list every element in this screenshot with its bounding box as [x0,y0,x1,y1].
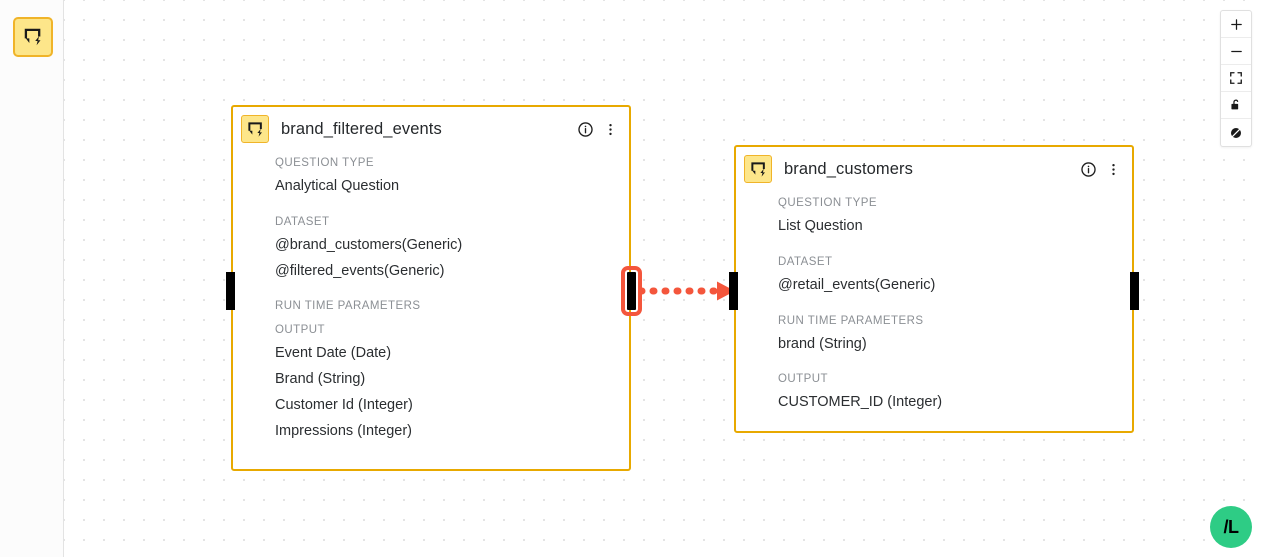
zoom-toolbar [1220,10,1252,147]
field-label-question-type: QUESTION TYPE [778,197,877,209]
node-body: QUESTION TYPE Analytical Question DATASE… [233,147,629,457]
field-label-dataset: DATASET [275,215,330,228]
field-value-output-1: Brand (String) [275,371,366,388]
field-label-output: OUTPUT [275,324,325,337]
node-body: QUESTION TYPE List Question DATASET @ret… [736,187,1132,428]
node-type-icon [241,115,269,143]
node-actions [1079,160,1122,178]
field-label-output: OUTPUT [778,373,828,386]
field-value-question-type: List Question [778,218,863,234]
node-title: brand_customers [784,159,913,178]
field-value-output-0: CUSTOMER_ID (Integer) [778,394,943,411]
sidebar-item-question-node-tool[interactable] [13,17,53,57]
speech-bubble-lightning-icon [24,28,41,46]
field-value-dataset-1: @filtered_events(Generic) [275,262,445,279]
field-value-output-3: Impressions (Integer) [275,422,412,439]
minus-icon [1230,50,1242,52]
field-label-run-time-parameters: RUN TIME PARAMETERS [778,314,924,327]
fullscreen-icon [1230,72,1242,84]
no-entry-icon [1230,127,1242,138]
node-brand_customers-input-port[interactable] [729,272,738,310]
field-value-dataset-0: @retail_events(Generic) [778,276,936,293]
fit-to-screen-button[interactable] [1221,65,1251,92]
more-vertical-icon[interactable] [601,120,619,138]
field-label-question-type: QUESTION TYPE [275,157,374,169]
more-vertical-icon[interactable] [1104,160,1122,178]
node-brand_filtered_events-input-port[interactable] [226,272,235,310]
node-type-icon [744,155,772,183]
node-brand_customers[interactable]: brand_customers [734,145,1134,433]
field-value-output-0: Event Date (Date) [275,345,392,362]
field-value-dataset-0: @brand_customers(Generic) [275,236,463,253]
field-label-run-time-parameters: RUN TIME PARAMETERS [275,300,421,313]
logo-button[interactable]: /L [1210,506,1252,548]
flow-canvas[interactable]: brand_filtered_events [64,0,1262,557]
node-header: brand_filtered_events [233,107,629,147]
field-value-question-type: Analytical Question [275,178,400,194]
node-brand_filtered_events[interactable]: brand_filtered_events [231,105,631,471]
info-circle-icon[interactable] [576,120,594,138]
lock-open-icon [1231,99,1239,110]
zoom-out-button[interactable] [1221,38,1251,65]
speech-bubble-lightning-icon [750,161,765,177]
field-value-output-2: Customer Id (Integer) [275,396,413,413]
node-brand_customers-output-port[interactable] [1130,272,1139,310]
node-brand_filtered_events-output-port[interactable] [621,266,642,316]
speech-bubble-lightning-icon [247,121,262,137]
plus-icon [1230,18,1242,30]
node-actions [576,120,619,138]
field-value-run-time-parameters-0: brand (String) [778,335,867,352]
left-sidebar [0,0,64,557]
disable-interactivity-button[interactable] [1221,119,1251,146]
field-label-dataset: DATASET [778,255,833,268]
node-title: brand_filtered_events [281,119,442,138]
lock-canvas-button[interactable] [1221,92,1251,119]
info-circle-icon[interactable] [1079,160,1097,178]
node-header: brand_customers [736,147,1132,187]
zoom-in-button[interactable] [1221,11,1251,38]
